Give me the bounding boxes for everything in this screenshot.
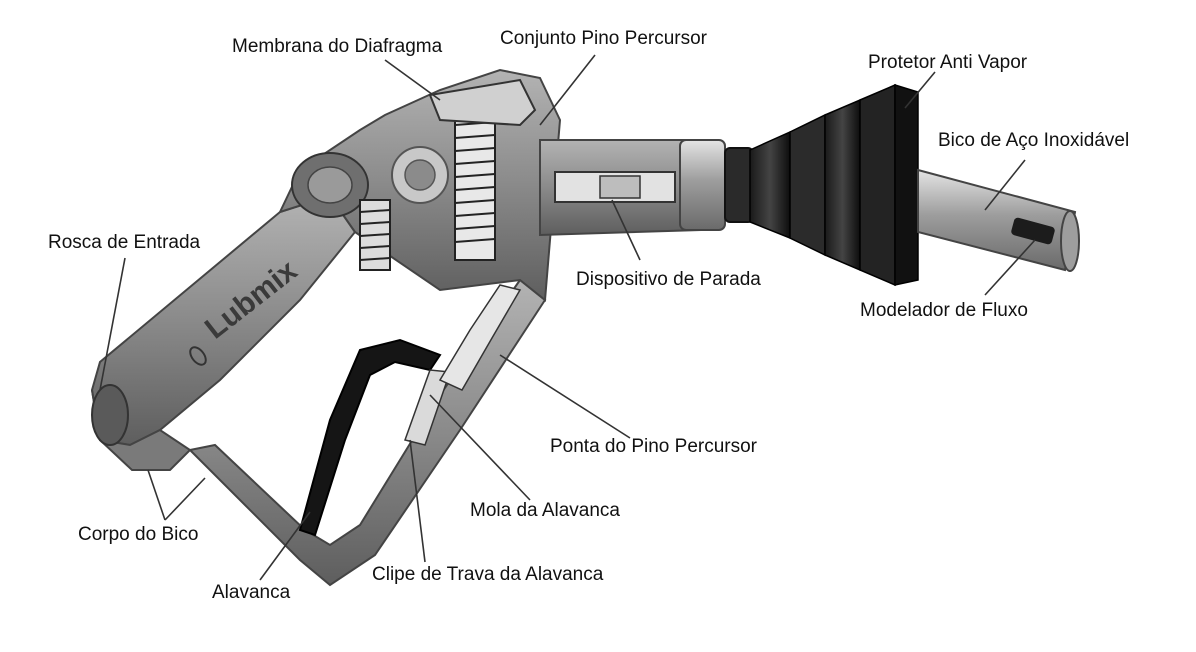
leader-alavanca <box>259 511 311 581</box>
label-mola-da-alavanca: Mola da Alavanca <box>470 500 620 521</box>
side-boss-hole <box>404 159 436 191</box>
label-clipe-de-trava-da-alavanca: Clipe de Trava da Alavanca <box>372 564 604 585</box>
leader-rosca-entrada <box>99 257 126 391</box>
label-bico-aco-inoxidavel: Bico de Aço Inoxidável <box>938 130 1129 151</box>
leader-mola-alavanca <box>429 394 531 501</box>
leader-conjunto-pino <box>539 54 596 126</box>
leader-protetor <box>904 71 936 109</box>
leader-membrana <box>384 59 441 101</box>
label-modelador-de-fluxo: Modelador de Fluxo <box>860 300 1028 321</box>
label-membrana-diafragma: Membrana do Diafragma <box>232 36 443 57</box>
nozzle-illustration: Lubmix <box>90 68 1080 587</box>
anti-vapor-bellows <box>749 83 919 287</box>
inlet-opening <box>91 384 129 446</box>
rear-knob-inner <box>307 166 353 204</box>
label-conjunto-pino-percursor: Conjunto Pino Percursor <box>500 28 708 49</box>
stainless-spout <box>917 168 1077 272</box>
spout-tip <box>1060 210 1080 272</box>
stop-device-core <box>599 175 641 199</box>
leader-clipe-trava <box>409 439 426 563</box>
labels: Membrana do Diafragma Conjunto Pino Perc… <box>48 28 1129 603</box>
brand-emblem <box>189 346 207 366</box>
leader-corpo-bico-2 <box>164 477 206 521</box>
leader-corpo-bico-1 <box>147 469 166 521</box>
leader-dispositivo-parada <box>611 199 641 261</box>
leader-modelador-fluxo <box>984 239 1036 296</box>
label-rosca-de-entrada: Rosca de Entrada <box>48 232 201 253</box>
diaphragm-membrane <box>428 78 537 127</box>
flow-shaper-slot <box>1011 217 1055 245</box>
coupling-ring <box>724 147 754 223</box>
leader-ponta-pino <box>499 354 631 439</box>
label-dispositivo-de-parada: Dispositivo de Parada <box>576 269 761 290</box>
label-corpo-do-bico: Corpo do Bico <box>78 524 198 545</box>
coupling-nut <box>679 139 726 231</box>
leader-lines <box>99 54 1036 581</box>
lever-spring <box>438 284 522 391</box>
cutaway-springs <box>359 109 496 271</box>
label-ponta-do-pino-percursor: Ponta do Pino Percursor <box>550 436 758 457</box>
leader-bico-aco <box>984 159 1026 211</box>
label-alavanca: Alavanca <box>212 582 291 603</box>
label-protetor-anti-vapor: Protetor Anti Vapor <box>868 52 1028 73</box>
